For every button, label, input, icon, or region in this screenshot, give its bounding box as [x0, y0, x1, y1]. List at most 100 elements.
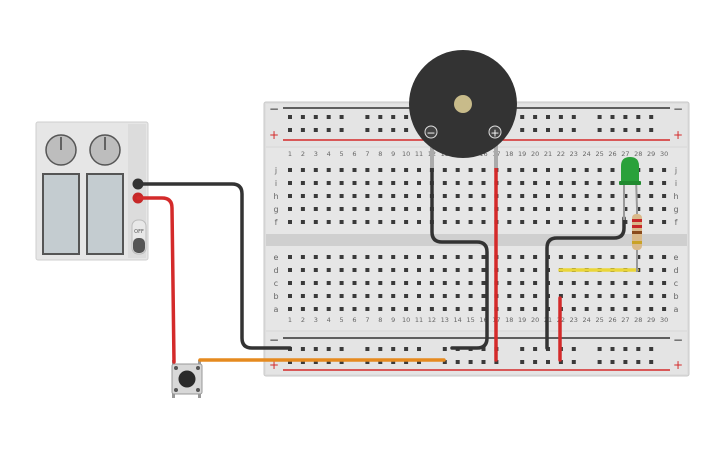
breadboard-hole[interactable]	[300, 268, 305, 272]
breadboard-hole[interactable]	[442, 281, 447, 285]
breadboard-hole[interactable]	[313, 220, 318, 224]
breadboard-hole[interactable]	[533, 181, 538, 185]
rail-hole[interactable]	[494, 360, 499, 364]
breadboard-hole[interactable]	[662, 281, 667, 285]
rail-hole[interactable]	[610, 128, 615, 132]
breadboard-hole[interactable]	[636, 207, 641, 211]
breadboard-hole[interactable]	[649, 307, 654, 311]
breadboard-hole[interactable]	[326, 268, 331, 272]
breadboard-hole[interactable]	[584, 207, 589, 211]
breadboard-hole[interactable]	[649, 220, 654, 224]
breadboard-hole[interactable]	[571, 294, 576, 298]
breadboard-hole[interactable]	[610, 168, 615, 172]
breadboard-hole[interactable]	[288, 281, 292, 285]
breadboard-hole[interactable]	[520, 255, 525, 259]
rail-hole[interactable]	[378, 115, 383, 119]
breadboard-hole[interactable]	[313, 281, 318, 285]
breadboard-hole[interactable]	[288, 220, 292, 224]
rail-hole[interactable]	[339, 128, 344, 132]
breadboard-hole[interactable]	[417, 220, 421, 224]
breadboard-hole[interactable]	[481, 294, 486, 298]
breadboard-hole[interactable]	[339, 220, 344, 224]
breadboard-hole[interactable]	[455, 281, 460, 285]
breadboard-hole[interactable]	[404, 194, 409, 198]
breadboard-hole[interactable]	[571, 168, 576, 172]
rail-hole[interactable]	[391, 128, 396, 132]
breadboard-hole[interactable]	[404, 168, 409, 172]
rail-hole[interactable]	[288, 128, 292, 132]
breadboard-hole[interactable]	[339, 294, 344, 298]
breadboard-hole[interactable]	[339, 268, 344, 272]
breadboard-hole[interactable]	[417, 194, 421, 198]
breadboard-hole[interactable]	[378, 207, 383, 211]
rail-hole[interactable]	[610, 347, 615, 351]
breadboard-hole[interactable]	[610, 281, 615, 285]
breadboard-hole[interactable]	[571, 194, 576, 198]
breadboard-hole[interactable]	[662, 194, 667, 198]
breadboard-hole[interactable]	[352, 307, 357, 311]
breadboard-hole[interactable]	[288, 255, 292, 259]
breadboard-hole[interactable]	[339, 307, 344, 311]
breadboard-hole[interactable]	[391, 181, 396, 185]
breadboard-hole[interactable]	[404, 255, 409, 259]
breadboard-hole[interactable]	[365, 294, 370, 298]
breadboard-hole[interactable]	[533, 281, 538, 285]
breadboard-hole[interactable]	[636, 194, 641, 198]
rail-hole[interactable]	[378, 347, 383, 351]
rail-hole[interactable]	[649, 128, 654, 132]
rail-hole[interactable]	[442, 360, 447, 364]
breadboard-hole[interactable]	[300, 194, 305, 198]
rail-hole[interactable]	[417, 347, 421, 351]
breadboard-hole[interactable]	[597, 294, 602, 298]
black-wire-buzzer-negative[interactable]	[430, 166, 489, 350]
rail-hole[interactable]	[636, 115, 641, 119]
rail-hole[interactable]	[300, 128, 305, 132]
breadboard-hole[interactable]	[623, 294, 628, 298]
breadboard-hole[interactable]	[300, 255, 305, 259]
breadboard-hole[interactable]	[352, 194, 357, 198]
breadboard-hole[interactable]	[533, 220, 538, 224]
rail-hole[interactable]	[326, 347, 331, 351]
piezo-buzzer[interactable]: − +	[409, 50, 517, 168]
rail-hole[interactable]	[533, 128, 538, 132]
rail-hole[interactable]	[533, 360, 538, 364]
breadboard-hole[interactable]	[520, 168, 525, 172]
breadboard-hole[interactable]	[442, 220, 447, 224]
rail-hole[interactable]	[520, 360, 525, 364]
breadboard-hole[interactable]	[391, 307, 396, 311]
breadboard-hole[interactable]	[584, 255, 589, 259]
breadboard-hole[interactable]	[352, 255, 357, 259]
breadboard-hole[interactable]	[365, 220, 370, 224]
rail-hole[interactable]	[558, 115, 563, 119]
breadboard-hole[interactable]	[417, 168, 421, 172]
rail-hole[interactable]	[326, 360, 331, 364]
breadboard-hole[interactable]	[533, 268, 538, 272]
rail-hole[interactable]	[313, 115, 318, 119]
breadboard-hole[interactable]	[610, 194, 615, 198]
breadboard-hole[interactable]	[481, 255, 486, 259]
rail-hole[interactable]	[404, 115, 409, 119]
breadboard-hole[interactable]	[558, 294, 563, 298]
breadboard-hole[interactable]	[455, 307, 460, 311]
breadboard-hole[interactable]	[649, 255, 654, 259]
breadboard-hole[interactable]	[571, 207, 576, 211]
breadboard-hole[interactable]	[404, 281, 409, 285]
breadboard-hole[interactable]	[533, 294, 538, 298]
rail-hole[interactable]	[288, 360, 292, 364]
breadboard-hole[interactable]	[378, 194, 383, 198]
breadboard-hole[interactable]	[546, 220, 550, 224]
breadboard-hole[interactable]	[352, 281, 357, 285]
breadboard-hole[interactable]	[365, 168, 370, 172]
breadboard-hole[interactable]	[365, 268, 370, 272]
breadboard-hole[interactable]	[417, 281, 421, 285]
breadboard-hole[interactable]	[378, 307, 383, 311]
breadboard-hole[interactable]	[442, 268, 447, 272]
breadboard-hole[interactable]	[417, 294, 421, 298]
breadboard-hole[interactable]	[662, 207, 667, 211]
breadboard-hole[interactable]	[326, 220, 331, 224]
rail-hole[interactable]	[326, 128, 331, 132]
breadboard-hole[interactable]	[662, 220, 667, 224]
breadboard-hole[interactable]	[378, 220, 383, 224]
breadboard-hole[interactable]	[455, 207, 460, 211]
breadboard-hole[interactable]	[391, 268, 396, 272]
